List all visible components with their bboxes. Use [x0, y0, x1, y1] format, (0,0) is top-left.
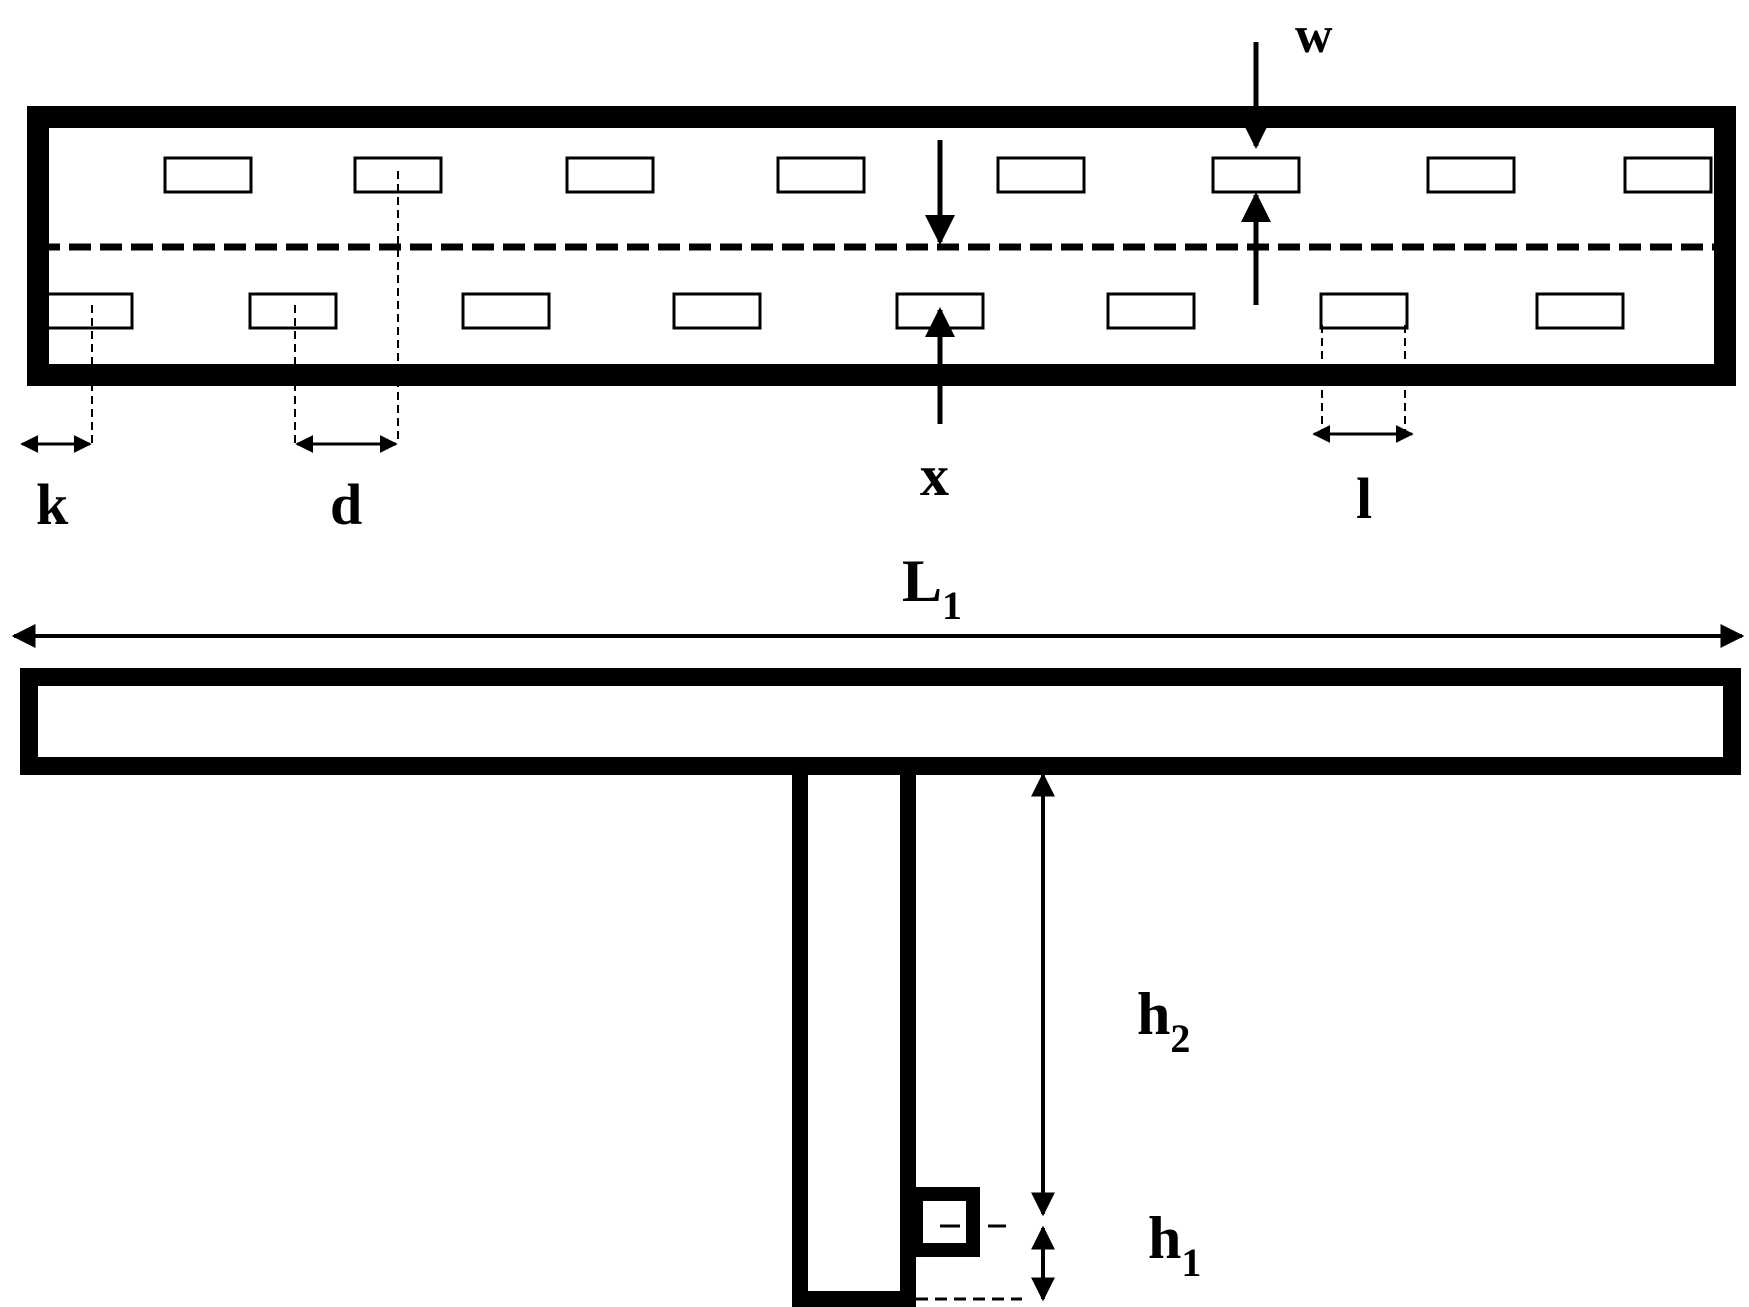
- slot: [996, 156, 1086, 194]
- label-w: w: [1295, 7, 1333, 64]
- label-h1-subscript: 1: [1181, 1240, 1201, 1285]
- label-k: k: [36, 472, 69, 537]
- feed-tab: [909, 1187, 980, 1257]
- slot: [672, 292, 762, 330]
- label-h2-subscript: 2: [1170, 1016, 1190, 1061]
- svg-text:L1: L1: [902, 548, 962, 628]
- top-view: k d x w l: [20, 7, 1736, 537]
- dimension-l: l: [1312, 325, 1414, 531]
- slot: [44, 292, 134, 330]
- slot: [1211, 156, 1301, 194]
- side-view: h2 h1: [20, 668, 1741, 1307]
- slot: [1426, 156, 1516, 194]
- label-L1-subscript: 1: [942, 583, 962, 628]
- slot: [1623, 156, 1713, 194]
- label-l: l: [1356, 466, 1372, 531]
- dimension-h2: h2: [1031, 772, 1190, 1217]
- svg-text:h1: h1: [1148, 1205, 1201, 1285]
- label-h1: h: [1148, 1205, 1181, 1271]
- label-x: x: [920, 443, 949, 508]
- horizontal-bar: [20, 668, 1741, 775]
- slot: [1535, 292, 1625, 330]
- slot: [1319, 292, 1409, 330]
- slot: [1106, 292, 1196, 330]
- slot: [163, 156, 253, 194]
- label-L1: L: [902, 548, 942, 614]
- dimension-d: d: [294, 171, 399, 537]
- vertical-stem: [792, 766, 916, 1307]
- dimension-h1: h1: [1031, 1205, 1201, 1302]
- dimension-k: k: [20, 305, 93, 537]
- label-h2: h: [1137, 981, 1170, 1047]
- label-d: d: [330, 472, 362, 537]
- dimension-x: x: [920, 140, 955, 508]
- dimension-L1: L1: [11, 548, 1745, 648]
- svg-text:h2: h2: [1137, 981, 1190, 1061]
- lower-slot-row: [44, 292, 1625, 330]
- slot: [776, 156, 866, 194]
- dimension-w: w: [1241, 7, 1333, 305]
- slot: [461, 292, 551, 330]
- slot: [248, 292, 338, 330]
- slot: [565, 156, 655, 194]
